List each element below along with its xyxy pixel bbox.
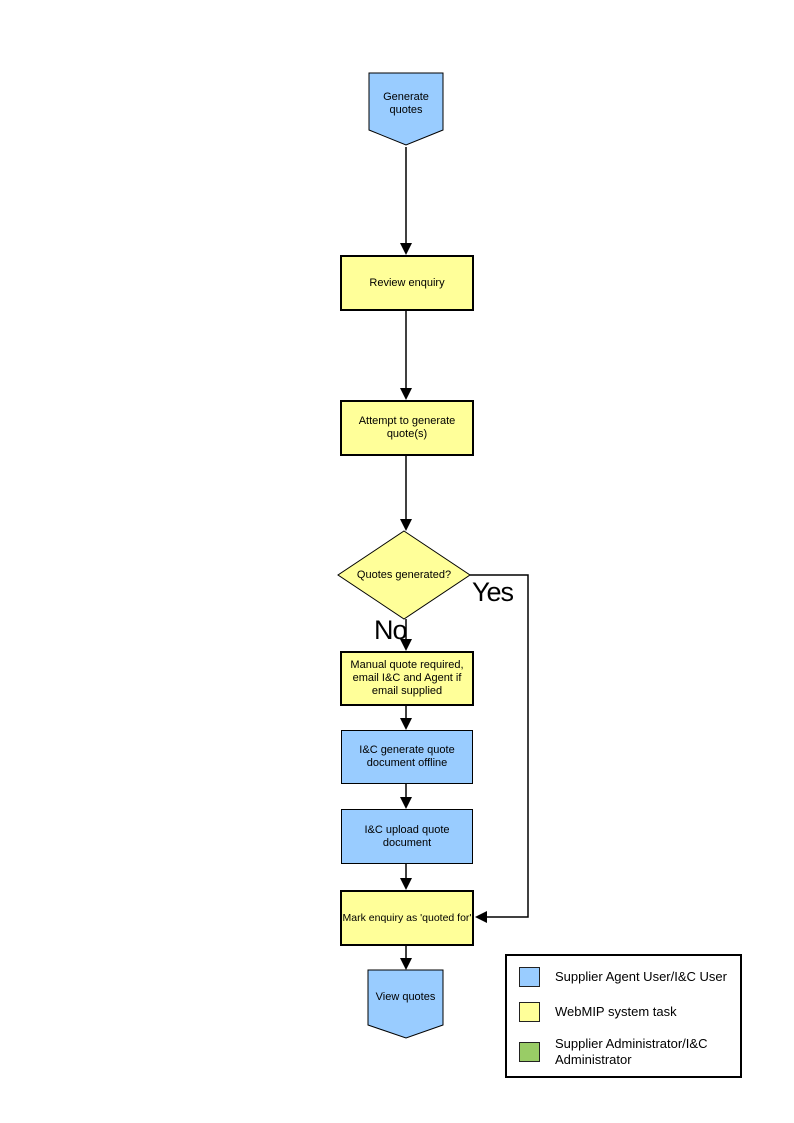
legend-box: Supplier Agent User/I&C User WebMIP syst… <box>505 954 742 1078</box>
arrowhead-view <box>400 958 412 970</box>
legend-label-administrator: Supplier Administrator/I&C Administrator <box>555 1036 708 1067</box>
arrowhead-decision <box>400 519 412 531</box>
process-review-enquiry: Review enquiry <box>340 255 474 311</box>
decision-diamond-shape <box>337 530 471 620</box>
arrowhead-upload <box>400 797 412 809</box>
legend-row-administrator: Supplier Administrator/I&C Administrator <box>519 1036 735 1068</box>
connector-yes-branch <box>470 574 529 918</box>
arrowhead-yes-mark <box>475 911 487 923</box>
legend-swatch-yellow <box>519 1002 540 1022</box>
arrowhead-attempt <box>400 388 412 400</box>
process-attempt-generate: Attempt to generate quote(s) <box>340 400 474 456</box>
branch-label-yes: Yes <box>472 577 514 607</box>
legend-swatch-green <box>519 1042 540 1062</box>
process-mark-quoted: Mark enquiry as 'quoted for' <box>340 890 474 946</box>
process-upload-document: I&C upload quote document <box>341 809 473 864</box>
legend-swatch-blue <box>519 967 540 987</box>
start-terminator-shape <box>368 72 444 146</box>
branch-label-no: No <box>374 615 408 645</box>
arrowhead-mark <box>400 878 412 890</box>
process-manual-quote: Manual quote required, email I&C and Age… <box>340 651 474 706</box>
arrowhead-review <box>400 243 412 255</box>
legend-row-agent-user: Supplier Agent User/I&C User <box>519 967 727 987</box>
arrowhead-offline <box>400 718 412 730</box>
end-terminator-shape <box>367 969 444 1039</box>
legend-row-system-task: WebMIP system task <box>519 1002 677 1022</box>
arrowhead-manual <box>400 639 412 651</box>
legend-label-agent-user: Supplier Agent User/I&C User <box>555 969 727 984</box>
process-generate-offline: I&C generate quote document offline <box>341 730 473 784</box>
legend-label-system-task: WebMIP system task <box>555 1004 677 1019</box>
